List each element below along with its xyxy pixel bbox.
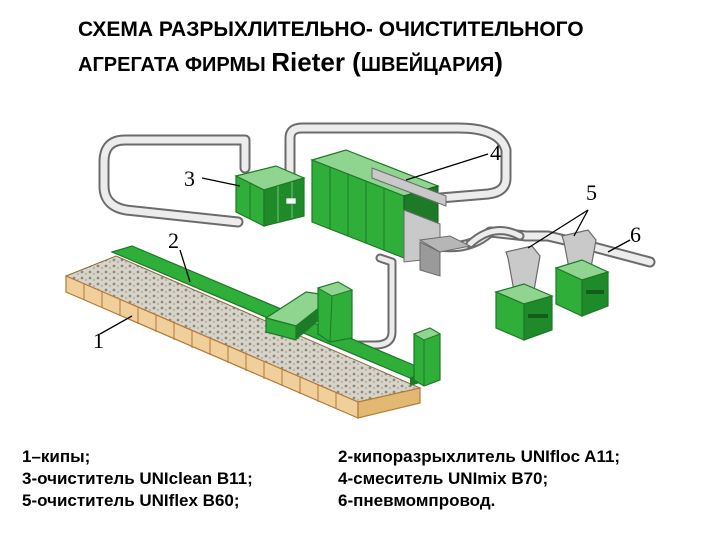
- bale-opener-unfloc-a11: [264, 281, 354, 343]
- title-line-1: СХЕМА РАЗРЫХЛИТЕЛЬНО- ОЧИСТИТЕЛЬНОГО: [78, 18, 584, 41]
- pipeline-top: [284, 122, 512, 204]
- legend-left: 1–кипы; 3-очиститель UNIclean B11; 5-очи…: [22, 446, 253, 512]
- cleaner-uniclean-b11: [234, 165, 306, 227]
- title-part-b: Rieter (: [271, 47, 361, 77]
- diagram-title: СХЕМА РАЗРЫХЛИТЕЛЬНО- ОЧИСТИТЕЛЬНОГО АГР…: [78, 14, 698, 83]
- title-part-d: ): [494, 47, 503, 77]
- title-line-2: АГРЕГАТА ФИРМЫ Rieter (ШВЕЙЦАРИЯ): [78, 46, 698, 83]
- pipeline-drop: [345, 253, 397, 350]
- title-part-c: ШВЕЙЦАРИЯ: [360, 54, 495, 76]
- callout-5: 5: [586, 180, 597, 205]
- legend-right: 2-кипоразрыхлитель UNIfloc A11; 4-смесит…: [338, 446, 620, 512]
- cleaner-uniflex-b60-left: [494, 245, 554, 341]
- callout-1: 1: [93, 328, 104, 353]
- control-cabinet: [412, 327, 442, 387]
- legend-item-5: 5-очиститель UNIflex B60;: [22, 491, 240, 510]
- callout-leaders: [99, 153, 631, 335]
- callout-6: 6: [630, 222, 641, 247]
- legend-item-1: 1–кипы;: [22, 447, 91, 466]
- cleaner-uniflex-b60-right: [554, 229, 610, 317]
- legend-item-3: 3-очиститель UNIclean B11;: [22, 469, 253, 488]
- legend-item-4: 4-смеситель UNImix B70;: [338, 469, 549, 488]
- title-part-a: АГРЕГАТА ФИРМЫ: [78, 54, 272, 76]
- callout-2: 2: [168, 228, 179, 253]
- pipeline-loop-left: [98, 134, 251, 228]
- callout-3: 3: [184, 166, 195, 191]
- mixer-unimix-b70: [310, 149, 472, 277]
- legend-item-6: 6-пневмомпровод.: [338, 491, 496, 510]
- legend-item-2: 2-кипоразрыхлитель UNIfloc A11;: [338, 447, 621, 466]
- bales-row: [64, 255, 422, 419]
- callout-4: 4: [490, 140, 501, 165]
